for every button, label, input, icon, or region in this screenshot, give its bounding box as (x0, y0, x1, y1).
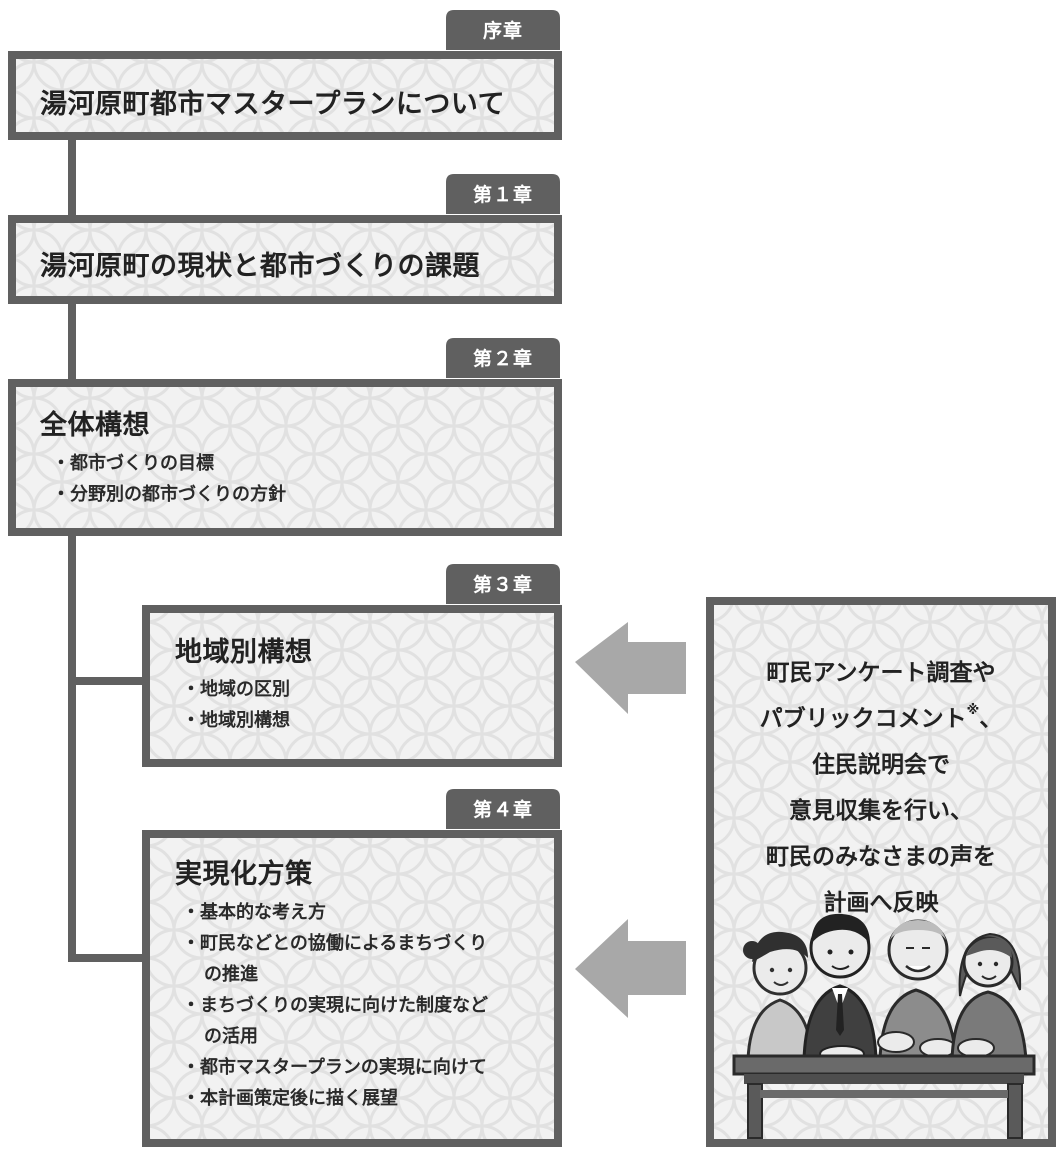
list-item: ・本計画策定後に描く展望 (182, 1088, 398, 1109)
tab-chapter-2 (446, 338, 560, 378)
connector-lines (68, 136, 146, 962)
tab-chapter-2-label: 第２章 (472, 347, 533, 370)
prologue-title: 湯河原町都市マスタープランについて (40, 89, 506, 120)
meeting-table (732, 1054, 1036, 1139)
box-chapter-2 (8, 379, 562, 536)
chapter-4-title: 実現化方策 (175, 859, 313, 890)
chapter-2-items: ・都市づくりの目標 ・分野別の都市づくりの方針 (52, 448, 286, 510)
list-item: ・地域の区別 (182, 679, 290, 700)
residents-meeting-illustration (732, 913, 1036, 1139)
tab-chapter-1 (446, 174, 560, 214)
side-note-text: 町民アンケート調査や パブリックコメント※、 住民説明会で 意見収集を行い、 町… (716, 650, 1046, 926)
list-item: ・都市マスタープランの実現に向けて (182, 1057, 487, 1078)
box-chapter-4 (142, 830, 562, 1147)
chapter-4-items: ・基本的な考え方 ・町民などとの協働によるまちづくり の推進 ・まちづくりの実現… (182, 897, 488, 1114)
chapter-2-title: 全体構想 (40, 410, 150, 441)
tab-chapter-3-label: 第３章 (472, 573, 533, 596)
side-note-comma: 、 (979, 706, 1003, 732)
list-item: ・地域別構想 (182, 710, 290, 731)
list-item: ・分野別の都市づくりの方針 (52, 484, 286, 505)
arrow-to-chapter-4 (575, 919, 686, 1018)
side-note-line: 計画へ反映 (823, 890, 939, 916)
tab-chapter-4 (446, 789, 560, 829)
tab-prologue (446, 10, 560, 50)
side-note-line: 町民のみなさまの声を (766, 844, 996, 870)
box-chapter-1 (8, 215, 562, 304)
chapter-3-title: 地域別構想 (175, 637, 313, 668)
list-item: ・まちづくりの実現に向けた制度など (182, 995, 488, 1016)
side-note-line: 町民アンケート調査や (766, 660, 996, 686)
list-item: の活用 (204, 1026, 258, 1047)
tab-prologue-label: 序章 (482, 19, 523, 42)
person-elderly-man-icon (877, 919, 958, 1062)
chapter-3-items: ・地域の区別 ・地域別構想 (182, 674, 290, 736)
chapter-1-title: 湯河原町の現状と都市づくりの課題 (40, 251, 480, 282)
box-chapter-3 (142, 605, 562, 767)
tab-chapter-1-label: 第１章 (472, 183, 533, 206)
footnote-mark: ※ (966, 703, 980, 718)
side-note-line: 住民説明会で (812, 752, 950, 778)
side-note-line: 意見収集を行い、 (789, 798, 973, 824)
list-item: ・町民などとの協働によるまちづくり (182, 933, 488, 954)
arrow-to-chapter-3 (575, 622, 686, 714)
side-note-line: パブリックコメント※、 (716, 696, 1046, 742)
box-prologue (8, 51, 562, 140)
tab-chapter-4-label: 第４章 (472, 798, 533, 821)
list-item: ・基本的な考え方 (182, 902, 326, 923)
side-note-line-text: パブリックコメント (759, 706, 967, 732)
person-woman-icon (950, 932, 1028, 1062)
list-item: の推進 (204, 964, 258, 985)
list-item: ・都市づくりの目標 (52, 453, 214, 474)
tab-chapter-3 (446, 564, 560, 604)
